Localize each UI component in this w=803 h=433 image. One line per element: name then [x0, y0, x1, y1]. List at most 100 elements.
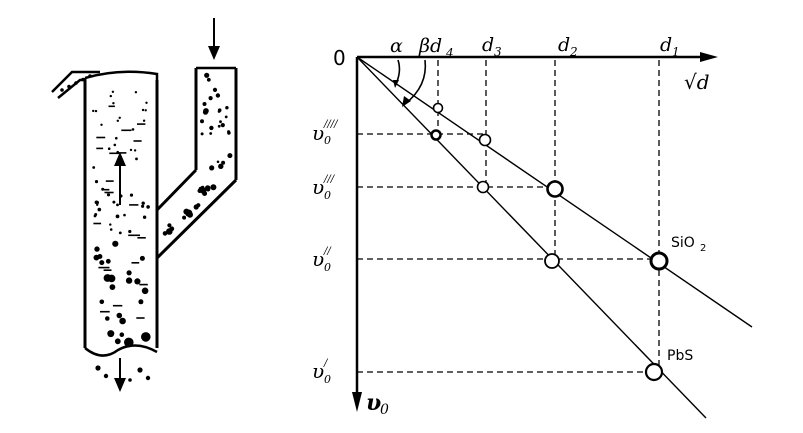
particle — [167, 223, 172, 228]
point-d4-sio2 — [432, 102, 444, 114]
particle — [138, 299, 144, 305]
v1-label: υ / 0 — [312, 358, 331, 386]
particle — [215, 93, 221, 98]
particle — [81, 77, 85, 82]
particle — [220, 123, 225, 128]
branch-upper-wall — [155, 168, 198, 212]
particle — [206, 77, 211, 82]
svg-text:0: 0 — [324, 134, 331, 147]
particle — [217, 108, 222, 112]
particle — [116, 203, 119, 207]
particle — [209, 125, 214, 131]
particle — [100, 123, 103, 127]
pbs-label: PbS — [667, 348, 693, 364]
particle — [116, 119, 120, 123]
particle — [182, 215, 187, 220]
particle — [95, 365, 101, 371]
pbs-line — [356, 56, 707, 419]
particle — [109, 94, 113, 98]
particle — [112, 240, 119, 247]
particle — [119, 317, 126, 325]
particle — [94, 246, 100, 252]
particle — [218, 163, 224, 169]
particle — [97, 254, 103, 259]
d3-label: d 3 — [482, 34, 502, 59]
svg-text://: // — [323, 246, 332, 257]
particle — [142, 119, 146, 122]
particle — [60, 88, 64, 92]
particle — [141, 287, 149, 295]
particle — [107, 330, 115, 338]
particle — [127, 339, 133, 346]
particle — [224, 115, 228, 119]
beta-arrowhead — [402, 96, 411, 107]
particle — [146, 205, 150, 209]
svg-text:υ: υ — [312, 247, 324, 271]
point-d4-pbs — [430, 129, 442, 141]
particle — [183, 208, 190, 215]
d2-label: d 2 — [558, 34, 578, 59]
point-d2-pbs — [544, 253, 560, 269]
svg-text:2: 2 — [569, 45, 578, 59]
particle — [94, 200, 99, 205]
particle — [109, 228, 113, 231]
particle — [135, 157, 138, 161]
particle — [113, 143, 117, 147]
particle — [208, 96, 213, 101]
v4-label: υ //// 0 — [312, 119, 339, 147]
svg-text:d: d — [482, 34, 494, 56]
particle — [103, 373, 109, 379]
particle — [227, 130, 231, 134]
particle — [204, 72, 210, 78]
particle — [202, 191, 208, 196]
particle — [227, 153, 233, 159]
particle — [200, 119, 204, 124]
particle — [74, 81, 78, 85]
v3-label: υ /// 0 — [312, 174, 336, 202]
particle — [141, 108, 145, 112]
particle — [129, 148, 133, 152]
particle — [99, 299, 105, 305]
particle — [144, 109, 147, 112]
particle — [107, 147, 111, 150]
particle — [145, 101, 148, 105]
particle — [128, 378, 132, 382]
particle — [131, 128, 135, 131]
particle — [67, 84, 71, 89]
branch-lower-wall — [155, 178, 238, 260]
svg-text:SiO: SiO — [671, 235, 695, 251]
particle — [105, 258, 111, 264]
svg-text:///: /// — [323, 174, 336, 185]
svg-text:υ: υ — [366, 390, 381, 416]
particle — [114, 338, 121, 345]
particle — [107, 274, 116, 283]
point-d1-pbs — [644, 362, 664, 382]
main-tube-bottom — [84, 344, 158, 357]
arrow-down-icon — [208, 18, 220, 60]
particle — [141, 332, 151, 342]
particle — [200, 132, 204, 136]
particle — [137, 367, 143, 373]
particle — [134, 278, 141, 285]
svg-text:0: 0 — [380, 402, 389, 418]
svg-text:d: d — [660, 34, 672, 56]
point-d1-sio2 — [649, 251, 669, 271]
particle — [119, 332, 125, 338]
alpha-label: α — [390, 35, 403, 57]
particle — [94, 180, 99, 184]
particle — [118, 116, 121, 120]
particle — [88, 74, 92, 78]
svg-text:υ: υ — [312, 175, 324, 199]
particle — [115, 214, 120, 219]
particle — [210, 184, 217, 191]
svg-text:βd: βd — [418, 35, 442, 57]
particle — [221, 160, 226, 165]
particle — [141, 201, 145, 205]
particle — [134, 91, 138, 94]
particle — [123, 213, 126, 217]
particle — [145, 375, 151, 381]
v0-axis-label: υ 0 — [366, 390, 389, 418]
v2-label: υ // 0 — [312, 246, 332, 274]
particle — [166, 228, 173, 235]
